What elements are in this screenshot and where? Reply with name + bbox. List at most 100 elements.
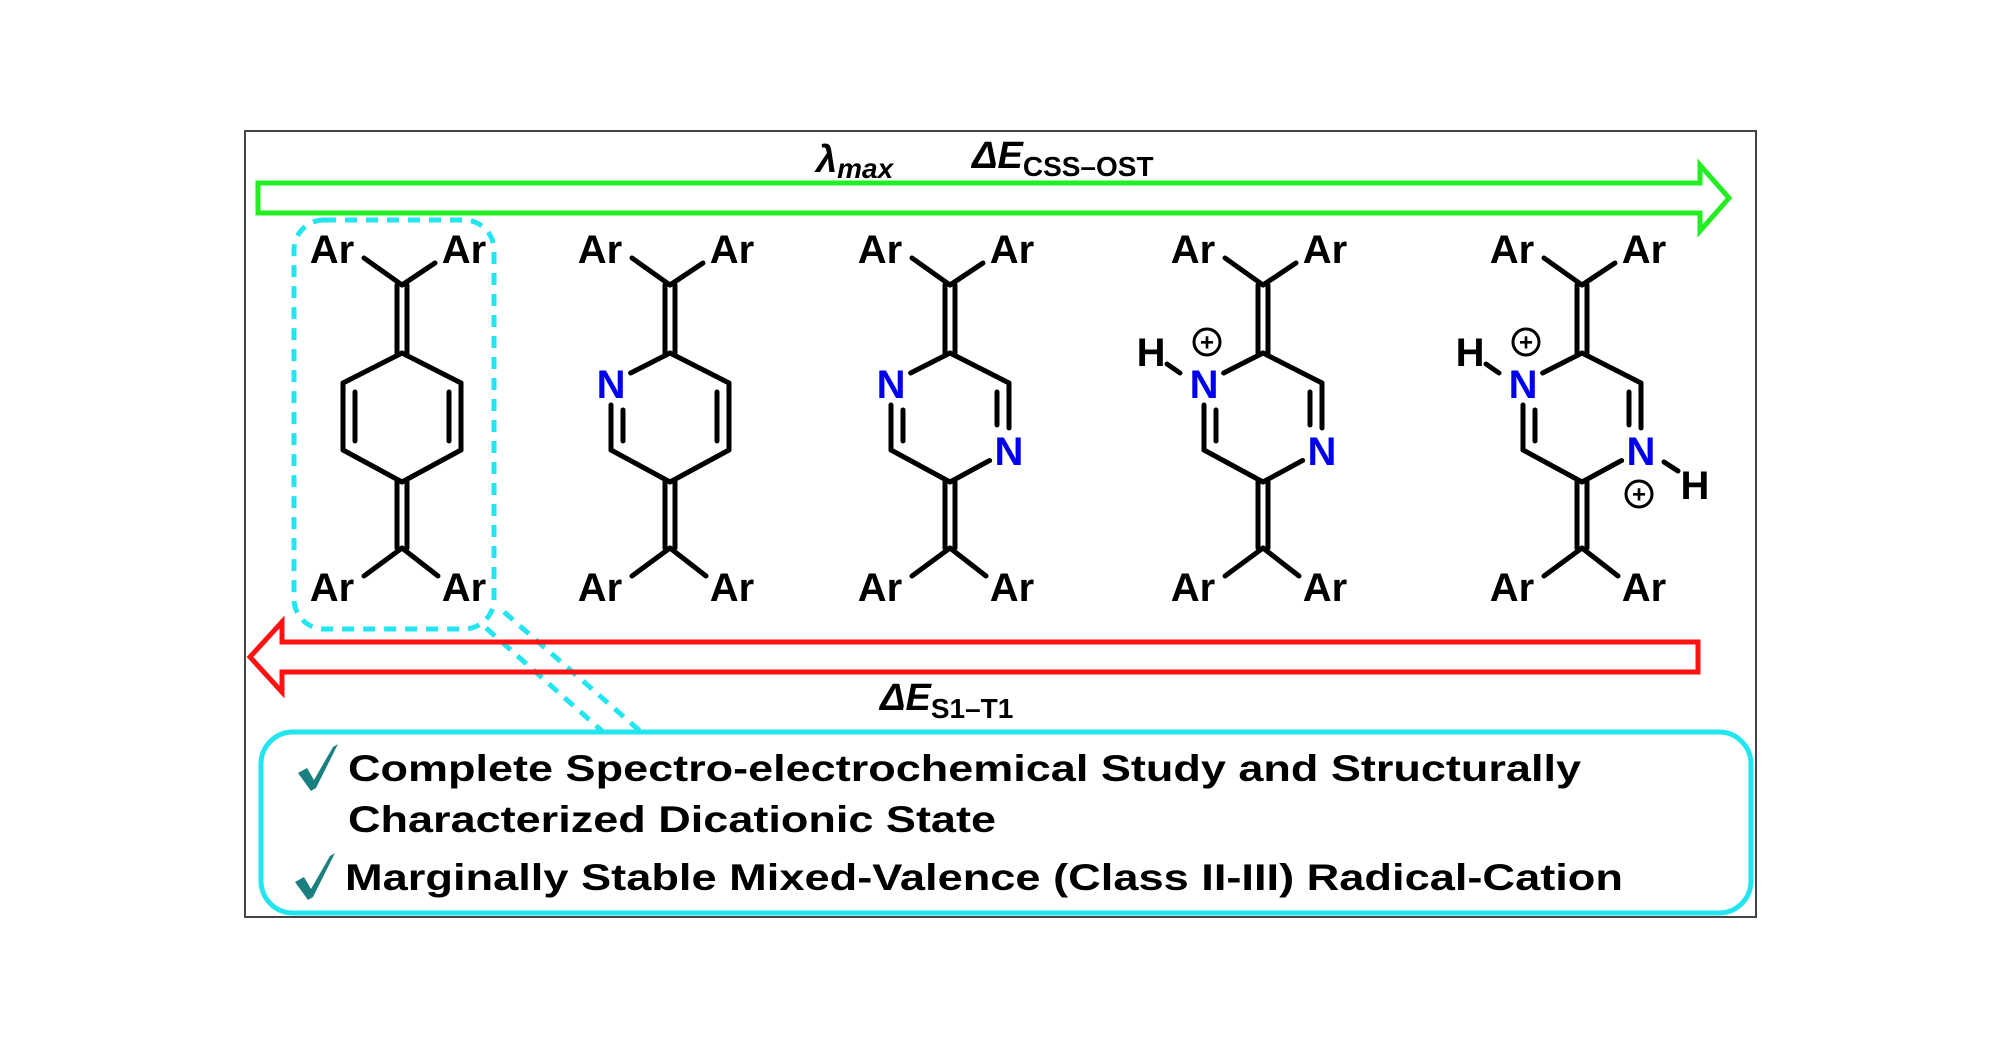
ar-label: Ar (1490, 566, 1534, 610)
ar-label: Ar (442, 228, 486, 272)
bond (1221, 350, 1266, 376)
bond (908, 350, 953, 376)
nitrogen-label: N (877, 363, 906, 407)
positive-charge-icon: + (1192, 327, 1222, 357)
ar-label: Ar (578, 228, 622, 272)
bond (629, 545, 673, 579)
top-arrow-right (255, 158, 1733, 238)
summary-line: Complete Spectro-electrochemical Study a… (348, 748, 1582, 789)
nitrogen-label: N (1308, 430, 1337, 474)
ar-label: Ar (1303, 566, 1347, 610)
summary-line: Characterized Dicationic State (348, 799, 996, 840)
ar-label: Ar (1622, 566, 1666, 610)
bond (361, 545, 405, 579)
bond (1260, 350, 1325, 386)
bond (1201, 447, 1266, 485)
bond (1541, 255, 1585, 288)
ar-label: Ar (310, 566, 354, 610)
ar-label: Ar (1622, 228, 1666, 272)
ar-label: Ar (1171, 228, 1215, 272)
ar-label: Ar (578, 566, 622, 610)
bond (667, 260, 706, 288)
bond (1579, 350, 1644, 386)
svg-text:+: + (1200, 330, 1214, 357)
ar-label: Ar (990, 566, 1034, 610)
bond (667, 545, 709, 579)
bond (1260, 260, 1299, 288)
ar-label: Ar (310, 228, 354, 272)
bond (340, 447, 405, 485)
summary-item: Complete Spectro-electrochemical Study a… (298, 744, 1582, 840)
bond (1260, 545, 1302, 579)
bond (1483, 361, 1502, 376)
bond (628, 350, 673, 376)
summary-item: Marginally Stable Mixed-Valence (Class I… (295, 853, 1623, 900)
nitrogen-label: N (1190, 363, 1219, 407)
svg-text:+: + (1632, 482, 1646, 509)
positive-charge-icon: + (1624, 479, 1654, 509)
ar-label: Ar (858, 228, 902, 272)
check-icon (298, 744, 338, 791)
bond (608, 447, 673, 485)
bond (1164, 361, 1183, 376)
check-icon (295, 853, 335, 900)
highlight-dashed-box (291, 217, 497, 632)
bond (1579, 260, 1618, 288)
summary-box (258, 729, 1754, 916)
bond (888, 447, 953, 485)
bond (1222, 255, 1266, 288)
nitrogen-label: N (1627, 430, 1656, 474)
bond (399, 260, 438, 288)
bond (1260, 457, 1306, 485)
delta-e-s1-t1-label: ΔES1–T1 (878, 677, 1013, 724)
bond (909, 255, 953, 288)
ar-label: Ar (990, 228, 1034, 272)
hydrogen-label: H (1681, 464, 1710, 508)
ar-label: Ar (1303, 228, 1347, 272)
ar-label: Ar (710, 228, 754, 272)
summary-line: Marginally Stable Mixed-Valence (Class I… (345, 857, 1623, 898)
ar-label: Ar (1171, 566, 1215, 610)
ar-label: Ar (1490, 228, 1534, 272)
bond (909, 545, 953, 579)
nitrogen-label: N (995, 430, 1024, 474)
bond (399, 545, 441, 579)
hydrogen-label: H (1456, 331, 1485, 375)
bond (1540, 350, 1585, 376)
ar-label: Ar (858, 566, 902, 610)
bond (1661, 459, 1681, 474)
lambda-max-label: λmax (814, 139, 895, 184)
connector-line (484, 626, 604, 733)
bond (947, 545, 989, 579)
bond (1579, 545, 1621, 579)
bottom-arrow-left (246, 615, 1701, 699)
hydrogen-label: H (1137, 331, 1166, 375)
bond (399, 350, 464, 386)
delta-e-css-ost-label: ΔECSS–OST (970, 135, 1154, 182)
ar-label: Ar (710, 566, 754, 610)
bond (1541, 545, 1585, 579)
bond (1222, 545, 1266, 579)
bond (947, 350, 1012, 386)
bond (947, 457, 993, 485)
ar-label: Ar (442, 566, 486, 610)
bond (361, 255, 405, 288)
svg-text:+: + (1519, 330, 1533, 357)
bond (399, 447, 464, 485)
bond (667, 447, 732, 485)
bond (667, 350, 732, 386)
bond (1579, 457, 1625, 485)
bond (629, 255, 673, 288)
nitrogen-label: N (1509, 363, 1538, 407)
positive-charge-icon: + (1511, 327, 1541, 357)
bond (947, 260, 986, 288)
bond (1520, 447, 1585, 485)
nitrogen-label: N (597, 363, 626, 407)
